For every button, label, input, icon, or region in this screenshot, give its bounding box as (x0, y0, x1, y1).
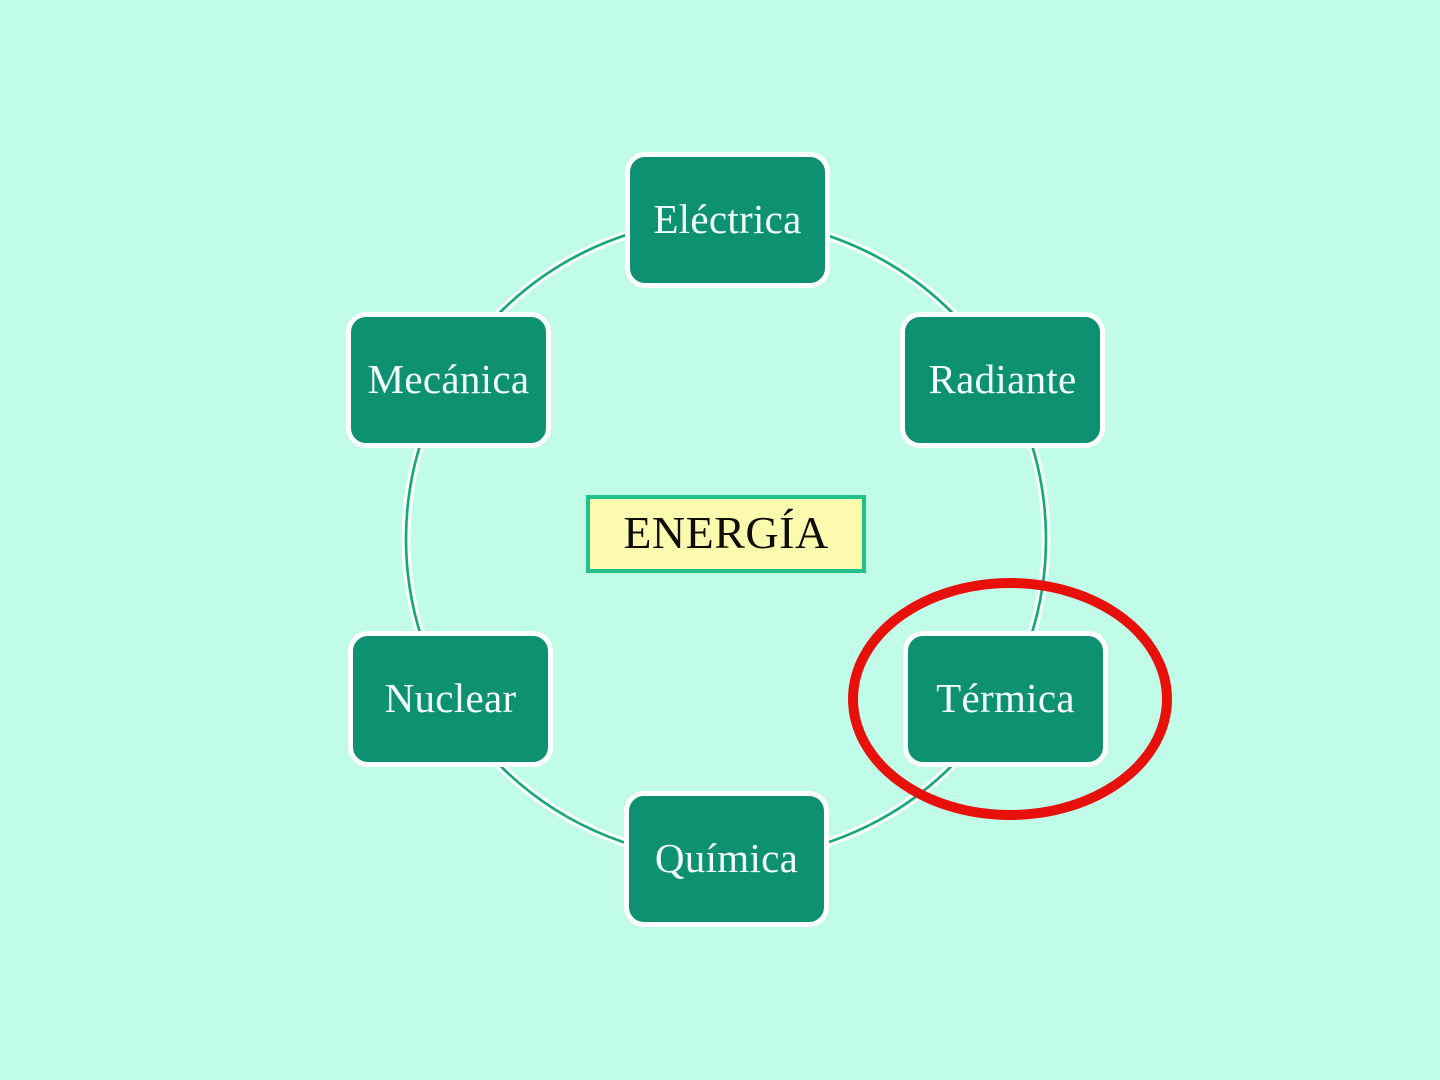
node-quimica[interactable]: Química (624, 791, 829, 927)
center-energia-label: ENERGÍA (623, 506, 829, 558)
node-termica-label: Térmica (936, 674, 1075, 721)
node-nuclear-label: Nuclear (384, 674, 517, 721)
node-radiante-label: Radiante (928, 355, 1077, 402)
node-nuclear[interactable]: Nuclear (348, 631, 553, 767)
node-electrica-label: Eléctrica (653, 195, 802, 242)
node-electrica[interactable]: Eléctrica (625, 152, 830, 288)
node-radiante[interactable]: Radiante (900, 312, 1105, 448)
node-termica[interactable]: Térmica (903, 631, 1108, 767)
node-mecanica[interactable]: Mecánica (346, 312, 551, 448)
node-quimica-label: Química (654, 834, 799, 881)
center-energia-box: ENERGÍA (586, 495, 866, 573)
node-mecanica-label: Mecánica (367, 355, 530, 402)
